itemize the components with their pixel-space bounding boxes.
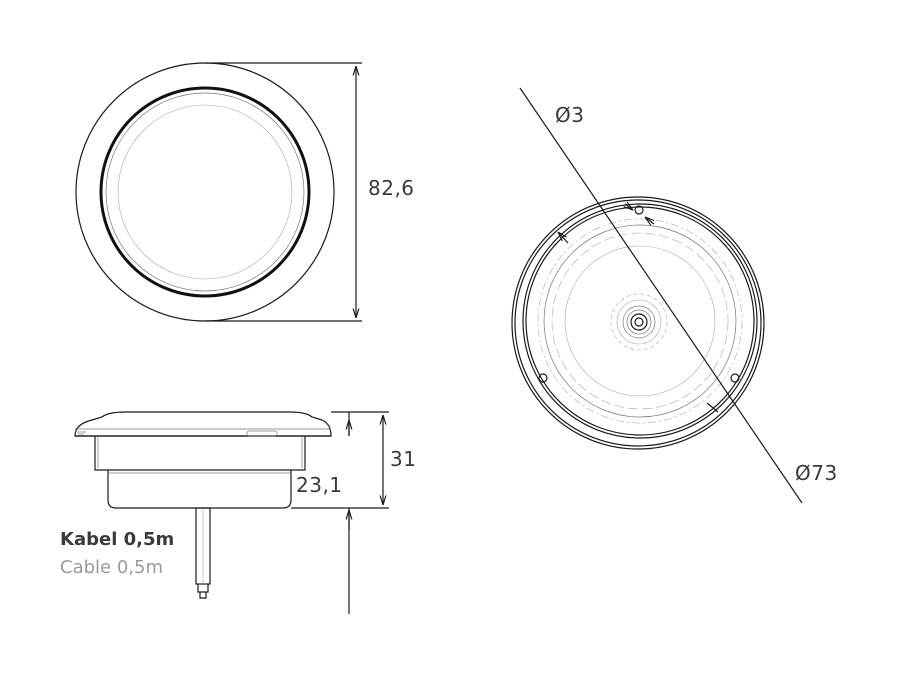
front-lens-inner xyxy=(105,92,305,292)
front-view xyxy=(75,62,335,322)
rear-view xyxy=(511,196,765,450)
side-lower-body xyxy=(107,470,292,509)
front-lens-center xyxy=(117,104,293,280)
side-view xyxy=(74,411,332,599)
side-upper-body xyxy=(94,436,306,471)
dimension-diagonal: Ø3 Ø73 xyxy=(519,87,838,504)
rear-screw-hole-left xyxy=(538,373,548,383)
cable-label-de: Kabel 0,5m xyxy=(60,529,174,550)
front-outer-rim xyxy=(75,62,335,322)
rear-outer-rim xyxy=(511,196,765,450)
rear-screw-hole-top xyxy=(634,205,644,215)
body-depth-label: 23,1 xyxy=(296,473,343,497)
dimension-total-depth: 31 xyxy=(291,411,416,509)
total-depth-label: 31 xyxy=(390,447,416,471)
dimension-body-depth: 23,1 xyxy=(296,412,349,614)
hole-diameter-label: Ø3 xyxy=(555,103,584,127)
side-clip xyxy=(246,430,278,437)
dimension-outer-height: 82,6 xyxy=(205,62,415,322)
outer-diameter-label: Ø73 xyxy=(795,461,838,485)
cable-label-en: Cable 0,5m xyxy=(60,557,163,578)
front-lens-ring xyxy=(99,86,311,298)
outer-height-label: 82,6 xyxy=(368,176,415,200)
side-flange xyxy=(74,411,332,437)
rear-screw-hole-right xyxy=(730,373,740,383)
rear-cable-gland xyxy=(630,313,648,331)
